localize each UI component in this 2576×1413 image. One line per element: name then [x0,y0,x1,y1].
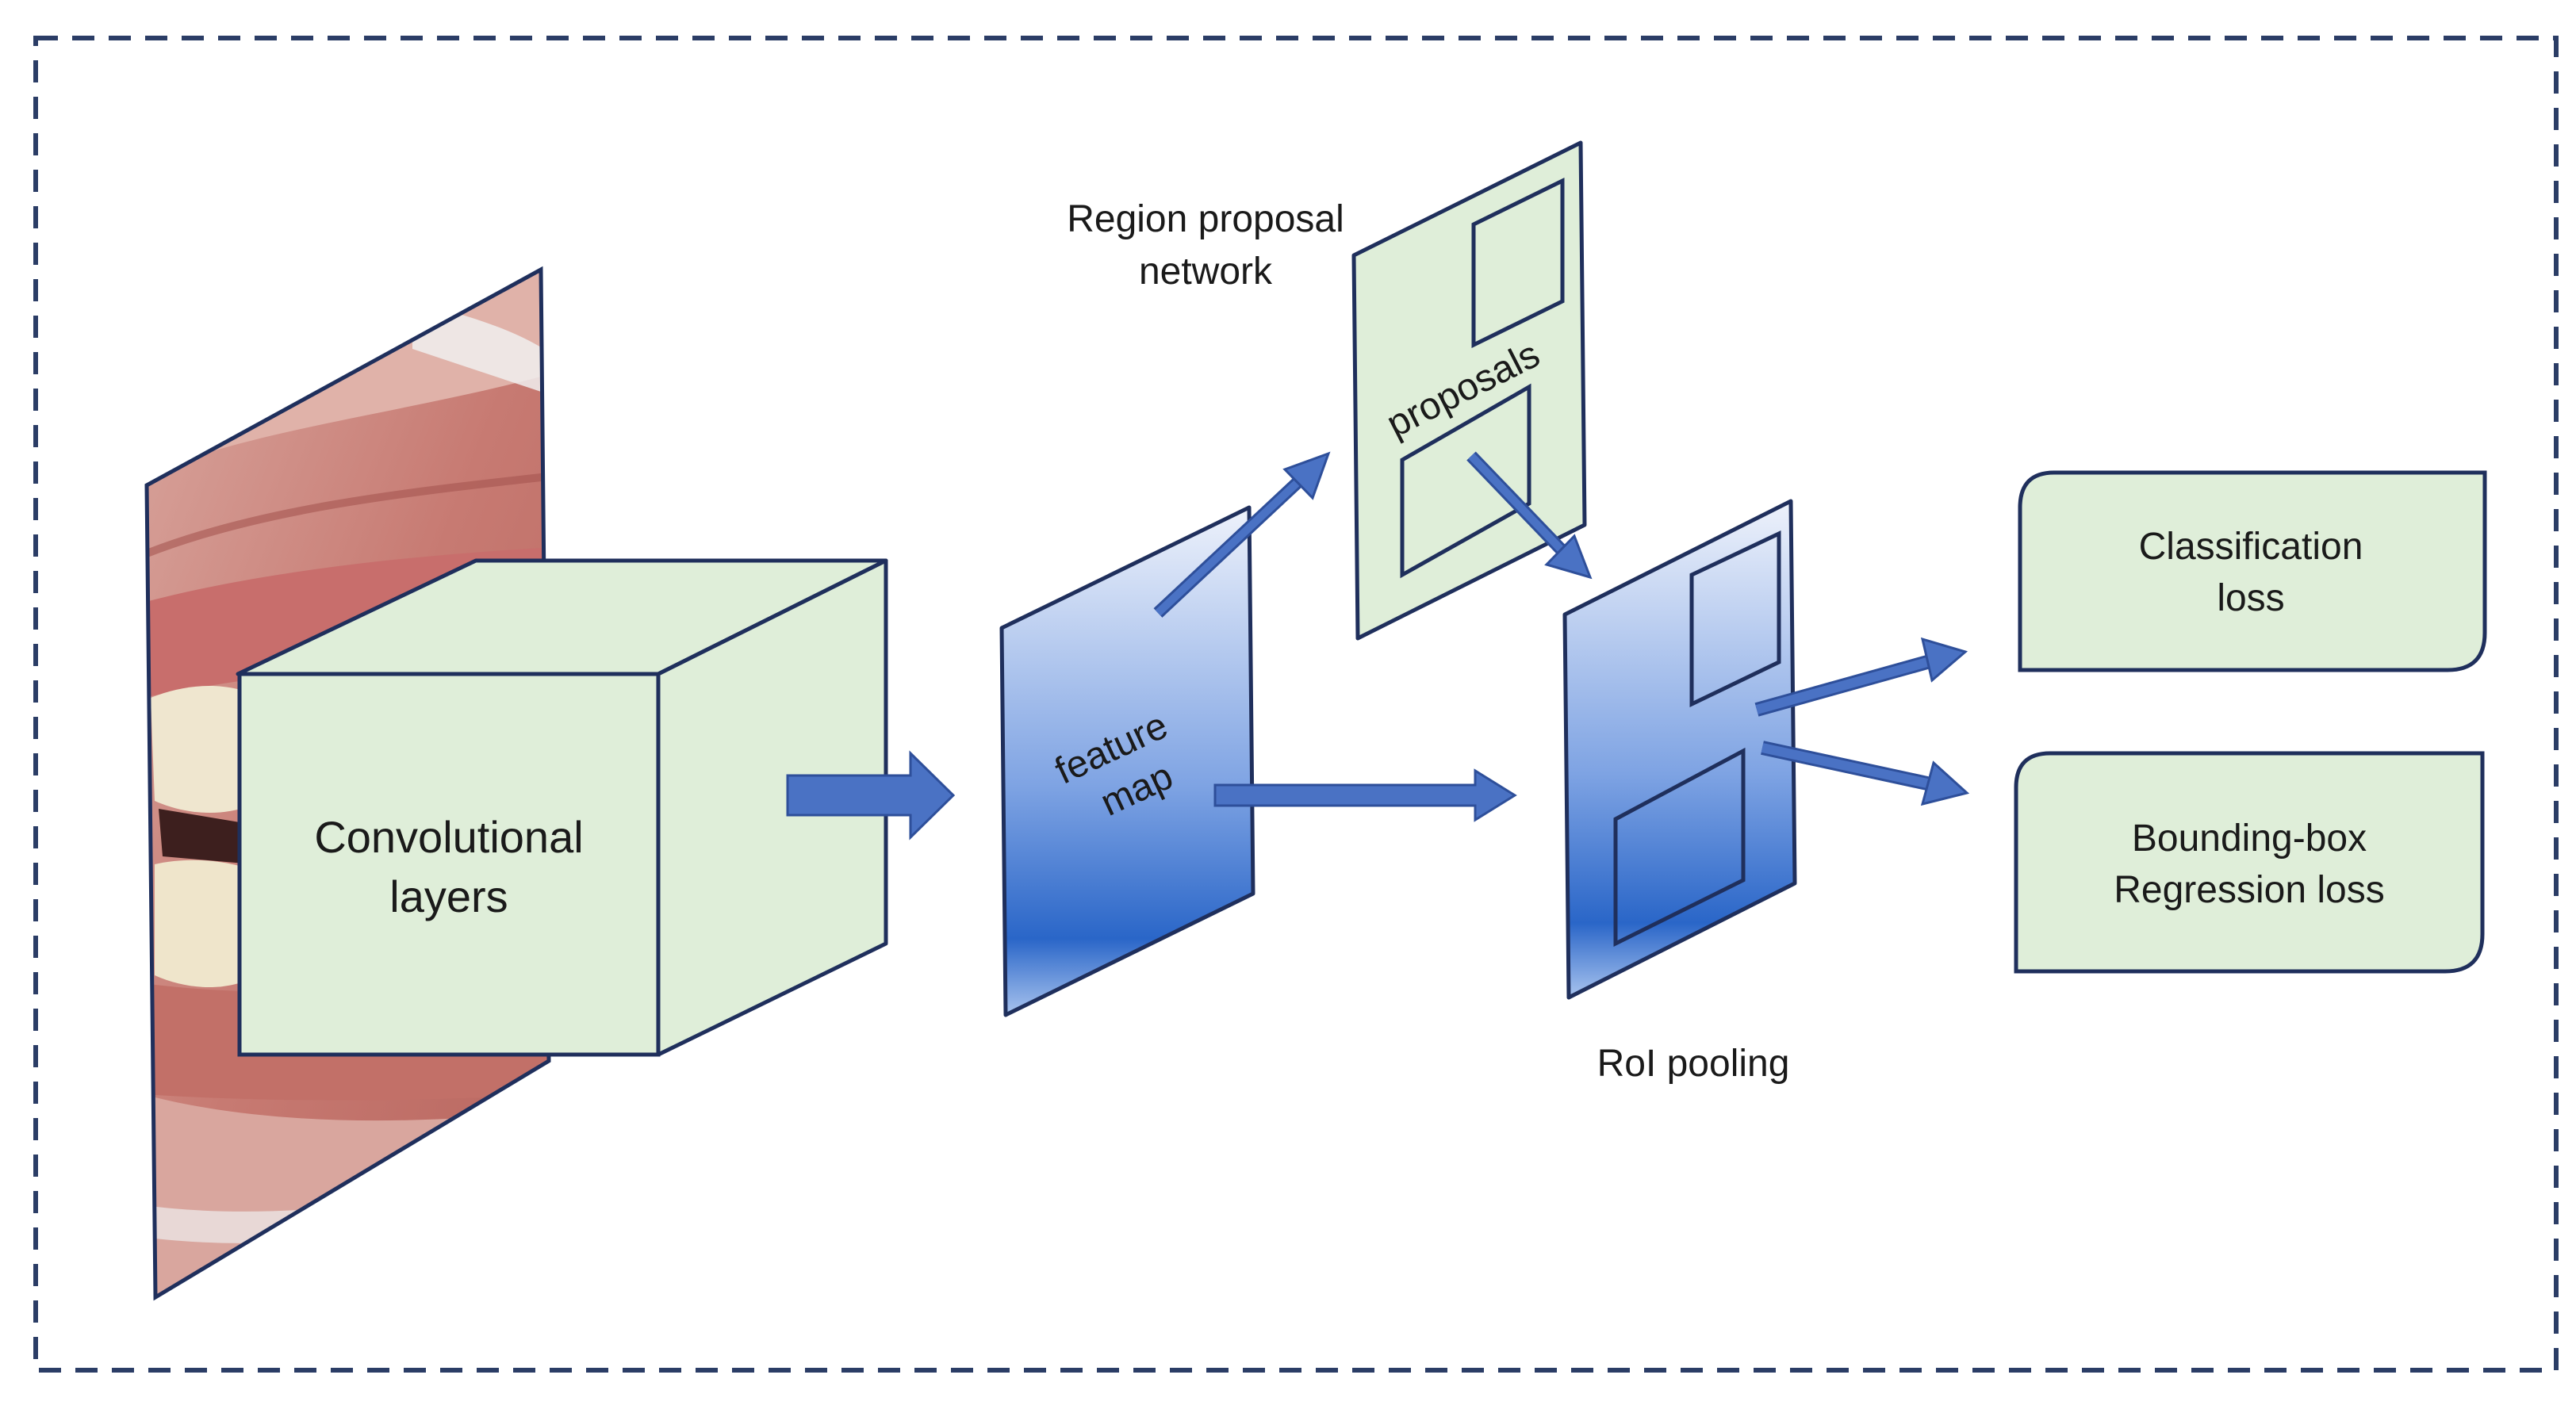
bbox-label-line2: Regression loss [2114,869,2384,911]
rpn-label-line2: network [1139,251,1273,293]
arrow-feature-to-rpn [1153,451,1331,618]
arrow-roi-to-classification [1754,637,1968,717]
proposal-box-bottom [1400,383,1531,579]
feature-map-plane [999,505,1255,1017]
arrow-rpn-to-roi [1466,451,1593,580]
bbox-label-line1: Bounding-box [2132,818,2367,860]
dashed-frame [33,36,2559,1373]
rpn-label-line1: Region proposal [1067,198,1344,240]
conv-label-line1: Convolutional [314,812,583,862]
bbox-regression-loss-box [2014,751,2485,974]
arrow-conv-to-feature [786,750,956,841]
conv-layers-cube [236,558,888,1057]
classification-loss-box [2018,470,2487,672]
roi-box-top [1689,530,1781,707]
roi-box-bottom [1613,747,1746,948]
input-photo-frame [144,266,551,1301]
roi-pooling-plane [1562,499,1797,1000]
arrow-roi-to-bbox [1761,741,1970,806]
conv-label-line2: layers [389,871,508,921]
classification-label-line2: loss [2217,577,2284,619]
classification-label-line1: Classification [2139,526,2363,568]
arrow-feature-to-roi [1213,768,1517,822]
roi-label: RoI pooling [1597,1043,1790,1085]
proposal-box-top [1471,177,1565,349]
